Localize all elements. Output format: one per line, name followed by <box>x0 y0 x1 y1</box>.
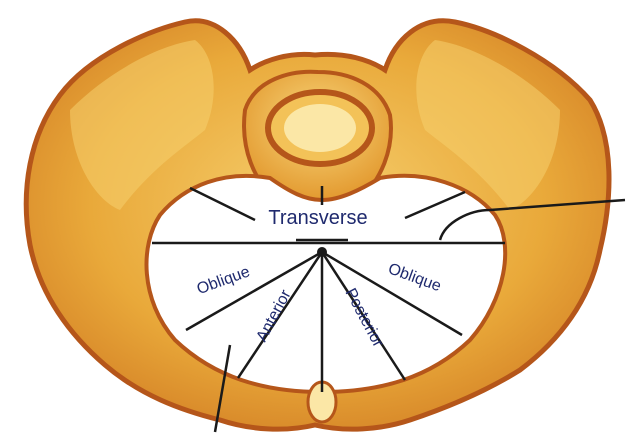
centre-point <box>317 247 327 257</box>
sacral-vertebra-inner <box>284 104 356 152</box>
label-transverse: Transverse <box>268 207 367 229</box>
